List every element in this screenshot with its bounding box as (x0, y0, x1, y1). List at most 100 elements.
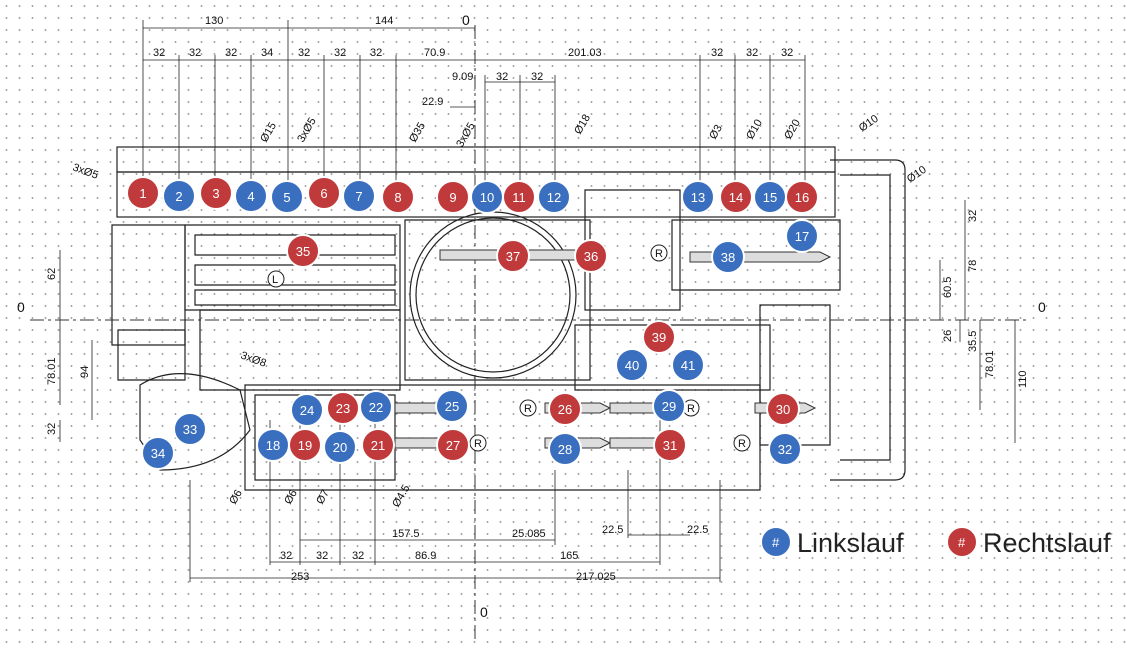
spindle-number-24: 24 (300, 403, 314, 418)
spindle-number-39: 39 (652, 330, 666, 345)
dim-bot-253: 253 (291, 571, 309, 583)
spindle-number-22: 22 (369, 400, 383, 415)
marker-r-1: R (655, 248, 663, 260)
spindle-badge-32 (768, 432, 802, 466)
spindle-number-11: 11 (512, 190, 526, 205)
legend-links-swatch (760, 526, 792, 558)
spindle-number-26: 26 (558, 402, 572, 417)
spindle-badge-4 (234, 179, 268, 213)
dim-right-78-01: 78.01 (984, 350, 996, 378)
spindle-number-15: 15 (763, 190, 777, 205)
spindle-number-36: 36 (584, 249, 598, 264)
dim-bot-32-b: 32 (316, 550, 328, 562)
dim-144: 144 (375, 15, 393, 27)
legend-links-label: Linkslauf (797, 528, 904, 558)
spindle-badge-35 (286, 234, 320, 268)
axis-zero-bottom: 0 (480, 604, 488, 620)
spindle-badge-34 (141, 436, 175, 470)
spindle-badge-2 (162, 179, 196, 213)
spindle-badge-16 (785, 180, 819, 214)
spindle-number-27: 27 (446, 438, 460, 453)
dim-left-32: 32 (46, 423, 58, 435)
dim-bot-157-5: 157.5 (392, 528, 420, 540)
axis-zero-top: 0 (462, 12, 470, 28)
spindle-badge-27 (436, 428, 470, 462)
spindle-number-5: 5 (283, 190, 290, 205)
dim-top-32-h: 32 (746, 47, 758, 59)
marker-l: L (272, 274, 278, 286)
dim-bot-25-085: 25.085 (512, 528, 546, 540)
spindle-number-9: 9 (449, 190, 456, 205)
dim-right-32: 32 (967, 210, 979, 222)
spindle-number-41: 41 (681, 358, 695, 373)
spindle-number-16: 16 (795, 190, 809, 205)
dim-right-60-5: 60.5 (942, 277, 954, 298)
spindle-number-2: 2 (175, 189, 182, 204)
spindle-number-20: 20 (333, 440, 347, 455)
dim-d6-a: Ø6 (227, 488, 245, 507)
spindle-badge-6 (307, 176, 341, 210)
spindle-number-14: 14 (729, 190, 743, 205)
dim-d3: Ø3 (707, 123, 725, 142)
dim-top-34: 34 (261, 47, 273, 59)
dim-top-32-i: 32 (781, 47, 793, 59)
legend: # Linkslauf # Rechtslauf (760, 526, 1111, 558)
dimension-lines (59, 20, 1016, 582)
spindle-badge-8 (381, 180, 415, 214)
dim-top-32-f: 32 (370, 47, 382, 59)
spindle-number-29: 29 (662, 399, 676, 414)
dim-130: 130 (205, 15, 223, 27)
dim-left-78-01: 78.01 (46, 357, 58, 385)
spindle-number-6: 6 (320, 186, 327, 201)
spindle-number-34: 34 (151, 446, 165, 461)
dim-d35: Ø35 (407, 120, 428, 144)
dim-bot-86-9: 86.9 (415, 550, 436, 562)
legend-rechts-label: Rechtslauf (983, 528, 1111, 558)
spindle-number-4: 4 (247, 189, 254, 204)
spindle-number-37: 37 (506, 249, 520, 264)
spindle-badge-36 (574, 239, 608, 273)
dim-top-32-c: 32 (225, 47, 237, 59)
spindle-badge-19 (288, 428, 322, 462)
dim-top-32-g: 32 (711, 47, 723, 59)
dim-top-70-9: 70.9 (424, 47, 445, 59)
dim-right-78: 78 (967, 260, 979, 272)
marker-r-3: R (474, 438, 482, 450)
dim-top-22-9: 22.9 (422, 96, 443, 108)
spindle-number-18: 18 (266, 438, 280, 453)
spindle-number-35: 35 (296, 244, 310, 259)
spindle-number-8: 8 (394, 190, 401, 205)
legend-links-symbol: # (772, 535, 780, 550)
spindle-number-10: 10 (480, 190, 494, 205)
spindle-badge-12 (537, 180, 571, 214)
spindle-number-25: 25 (445, 399, 459, 414)
dim-right-35-5: 35.5 (967, 331, 979, 352)
spindle-badge-14 (719, 180, 753, 214)
dim-bot-22-5-b: 22.5 (687, 524, 708, 536)
dim-bot-165: 165 (560, 550, 578, 562)
dim-top-32-j: 32 (496, 71, 508, 83)
dim-3x8: 3xØ8 (239, 350, 268, 370)
spindle-number-32: 32 (778, 442, 792, 457)
marker-r-5: R (738, 438, 746, 450)
dimension-texts: 130 144 32 32 32 34 32 32 32 70.9 201.03… (46, 15, 1029, 583)
spindle-badge-39 (642, 320, 676, 354)
dim-bot-32-c: 32 (352, 550, 364, 562)
spindle-badge-9 (436, 180, 470, 214)
spindle-number-33: 33 (183, 422, 197, 437)
spindle-badge-20 (323, 430, 357, 464)
dim-left-94: 94 (79, 366, 91, 378)
spindle-badge-28 (548, 432, 582, 466)
spindle-badge-1 (126, 176, 160, 210)
spindle-badge-37 (496, 239, 530, 273)
spindle-badge-41 (671, 348, 705, 382)
legend-rechts-symbol: # (958, 535, 966, 550)
dim-top-32-k: 32 (531, 71, 543, 83)
dim-d4-5: Ø4.5 (390, 483, 412, 510)
spindle-number-1: 1 (139, 186, 146, 201)
axis-zero-left: 0 (17, 299, 25, 315)
marker-r-4: R (687, 403, 695, 415)
spindle-badge-29 (652, 389, 686, 423)
